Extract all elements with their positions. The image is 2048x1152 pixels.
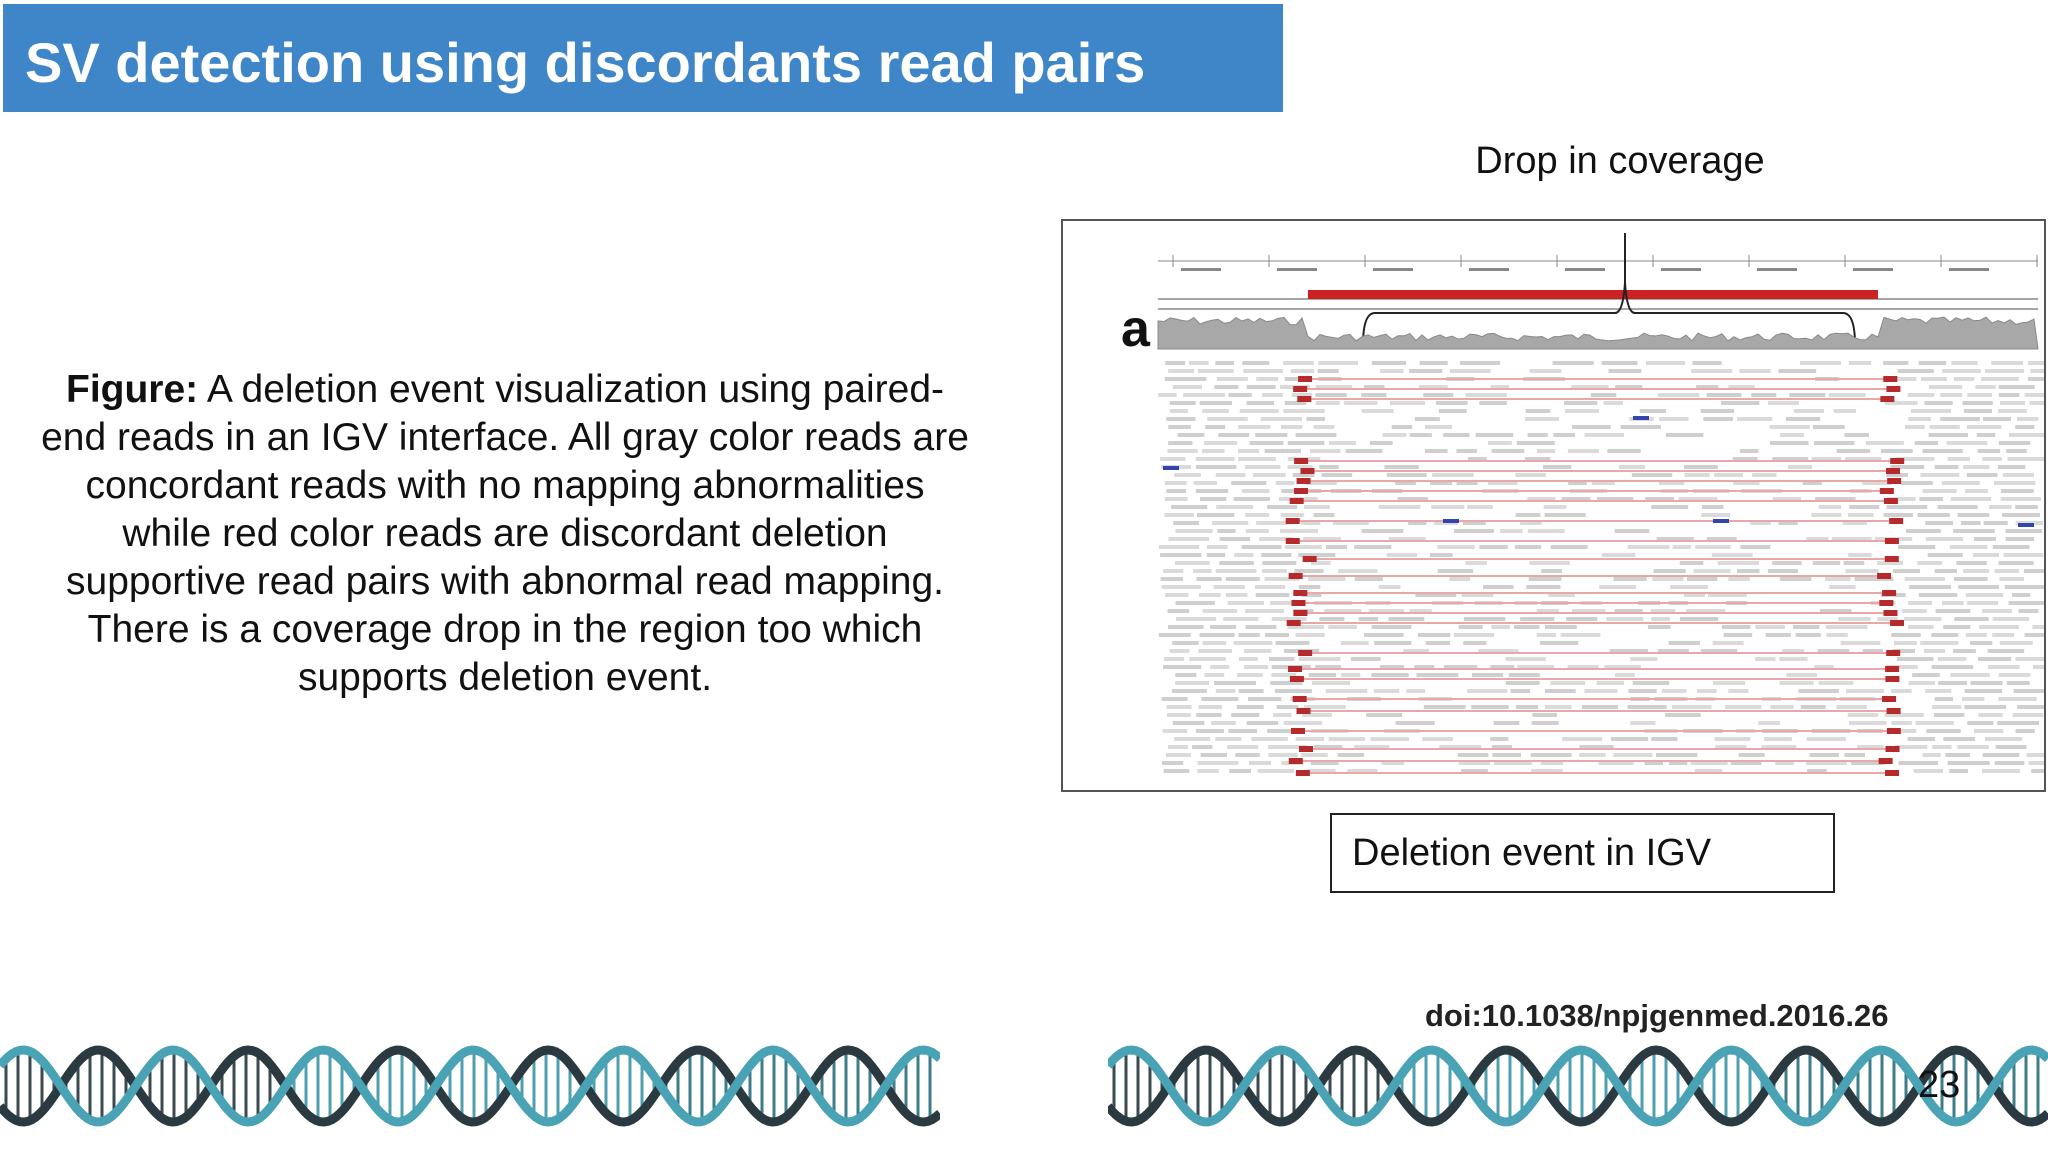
dna-helix-icon (0, 1045, 940, 1127)
caption-text: A deletion event visualization using pai… (41, 368, 969, 699)
title-bar: SV detection using discordants read pair… (3, 4, 1283, 112)
deletion-event-label: Deletion event in IGV (1330, 813, 1835, 893)
coverage-track (1157, 316, 2039, 350)
discordant-pairs (1163, 376, 2034, 776)
deletion-bar (1308, 290, 1878, 299)
doi-reference: doi:10.1038/npjgenmed.2016.26 (1425, 998, 1889, 1033)
igv-figure: a (1121, 233, 2044, 776)
coverage-drop-label: Drop in coverage (1475, 140, 1765, 182)
page-number: 23 (1918, 1064, 1961, 1106)
slide-title: SV detection using discordants read pair… (25, 31, 1146, 94)
ruler-ticks (1172, 255, 2038, 271)
panel-letter: a (1121, 300, 1151, 358)
figure-caption: Figure: A deletion event visualization u… (40, 366, 970, 702)
dna-helix-icon (1108, 1045, 2048, 1127)
read-alignments (1158, 361, 2044, 773)
igv-screenshot: a (1061, 219, 2046, 792)
caption-label: Figure: (66, 368, 199, 411)
